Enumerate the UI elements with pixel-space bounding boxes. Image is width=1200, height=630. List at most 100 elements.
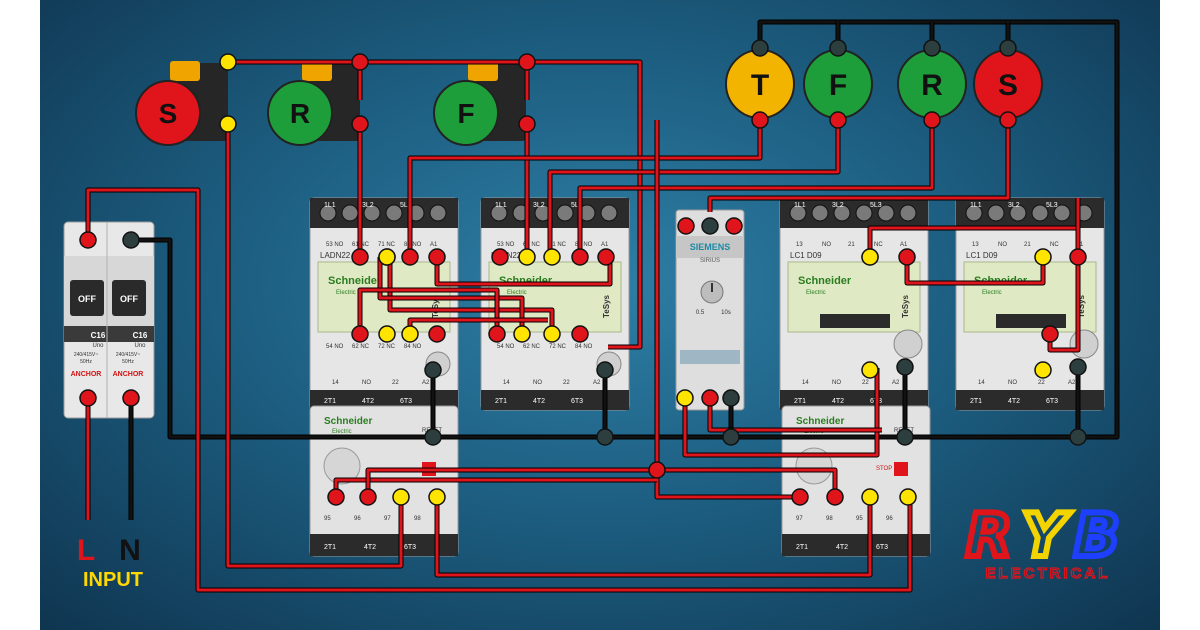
timer-model: SIRIUS <box>700 258 720 264</box>
contactor-coil-label: 14 <box>978 380 985 386</box>
terminal-dot <box>923 111 941 129</box>
terminal-dot <box>518 53 536 71</box>
overload-aux-label: 95 <box>856 516 863 522</box>
contactor-aux-bot-label: 54 NO <box>497 344 515 350</box>
breaker-toggle-1[interactable] <box>70 280 104 316</box>
overload-brand-sub: Electric <box>332 429 352 435</box>
terminal-dot <box>543 248 561 266</box>
terminal-dot <box>122 231 140 249</box>
contactor-coil-label: 14 <box>802 380 809 386</box>
contactor-coil-label: A2 <box>422 380 430 386</box>
contactor-brand-sub: Electric <box>982 290 1002 296</box>
contactor-aux-top-label: 21 <box>848 242 855 248</box>
breaker-spec-1: 240/415V~ <box>74 352 98 358</box>
contactor-bottom-term: 4T2 <box>832 398 844 405</box>
button-cap[interactable] <box>135 80 201 146</box>
button-cap[interactable] <box>433 80 499 146</box>
terminal-dot <box>359 488 377 506</box>
overload-brand: Schneider <box>796 416 844 427</box>
terminal-dot <box>676 389 694 407</box>
contactor-aux-bot-label: 72 NC <box>378 344 396 350</box>
push-button-s[interactable]: S <box>135 61 228 146</box>
contactor-brand: Schneider <box>328 275 382 287</box>
contactor-aux-bot-label: 62 NC <box>523 344 541 350</box>
terminal-dot <box>571 325 589 343</box>
contactor-aux-top-label: NO <box>998 242 1007 248</box>
terminal-dot <box>351 325 369 343</box>
contactor-top-term: 5L3 <box>870 202 882 209</box>
contactor-coil-label: 22 <box>392 380 399 386</box>
push-button-f[interactable]: F <box>433 61 526 146</box>
contactor-bottom-term: 2T1 <box>495 398 507 405</box>
overload-bottom-term: 2T1 <box>324 544 336 551</box>
breaker-rating-2: C16 <box>133 331 148 340</box>
wire-red <box>435 497 872 577</box>
terminal-dot <box>428 488 446 506</box>
terminal-dot <box>513 325 531 343</box>
contactor-series: TeSys <box>431 294 440 318</box>
terminal-dot <box>79 231 97 249</box>
contactor-bottom-term: 6T3 <box>400 398 412 405</box>
wire-red <box>683 368 879 457</box>
contactor-top-term: 5L3 <box>571 202 583 209</box>
contactor-bottom-term: 6T3 <box>571 398 583 405</box>
button-label: S <box>159 98 178 129</box>
terminal-dot <box>596 428 614 446</box>
terminal-dot <box>518 248 536 266</box>
contactor-aux-top-label: A1 <box>601 242 609 248</box>
contactor-top-term: 3L2 <box>832 202 844 209</box>
breaker-toggle-2[interactable] <box>112 280 146 316</box>
terminals <box>79 39 1087 506</box>
wire-red <box>655 120 800 499</box>
input-labels: L N INPUT <box>77 534 143 591</box>
contactor-aux-top-label: 71 NC <box>549 242 567 248</box>
breaker-spec-2: 240/415V~ <box>116 352 140 358</box>
terminal-dot <box>378 248 396 266</box>
terminal-dot <box>597 248 615 266</box>
overload-stop-label: STOP <box>876 466 892 472</box>
contactor-bottom-term: 4T2 <box>1008 398 1020 405</box>
terminal-dot <box>701 389 719 407</box>
contactor-aux-top-label: 53 NO <box>326 242 344 248</box>
wire-red <box>905 257 1045 285</box>
terminal-dot <box>392 488 410 506</box>
contactor-coil-label: 22 <box>862 380 869 386</box>
wire-red <box>708 398 882 432</box>
contactor-top-term: 1L1 <box>970 202 982 209</box>
contactor-aux-bot-label: 84 NO <box>404 344 422 350</box>
pilot-lamp-s: S <box>973 49 1043 119</box>
pilot-lamp-t: T <box>725 49 795 119</box>
contactor-coil-label: NO <box>533 380 542 386</box>
contactor-aux-top-label: 71 NC <box>378 242 396 248</box>
contactor-bottom-term: 2T1 <box>970 398 982 405</box>
button-cap[interactable] <box>267 80 333 146</box>
terminal-dot <box>701 217 719 235</box>
overload-stop-button[interactable] <box>894 462 908 476</box>
terminal-dot <box>861 361 879 379</box>
terminal-dot <box>1034 248 1052 266</box>
contactor-top-term: 1L1 <box>324 202 336 209</box>
terminal-dot <box>327 488 345 506</box>
overload-brand: Schneider <box>324 416 372 427</box>
terminal-dot <box>826 488 844 506</box>
contactor-model: LC1 D09 <box>790 251 822 260</box>
terminal-dot <box>571 248 589 266</box>
timer-brand: SIEMENS <box>690 242 731 252</box>
terminal-dot <box>677 217 695 235</box>
wire-red <box>578 120 934 257</box>
breaker-spec2-2: 50Hz <box>122 359 134 365</box>
overload-dial[interactable] <box>323 447 361 485</box>
contactor-coil-label: A2 <box>892 380 900 386</box>
terminal-dot <box>424 428 442 446</box>
terminal-dot <box>351 248 369 266</box>
terminal-dot <box>751 39 769 57</box>
contactor-model: LC1 D09 <box>966 251 998 260</box>
contactor-coil-label: NO <box>832 380 841 386</box>
contactor-series: TeSys <box>602 294 611 318</box>
overload-bottom-term: 6T3 <box>876 544 888 551</box>
logo-letter-r: R <box>966 501 1012 571</box>
lamp-label: T <box>751 69 769 102</box>
push-button-r[interactable]: R <box>267 61 360 146</box>
